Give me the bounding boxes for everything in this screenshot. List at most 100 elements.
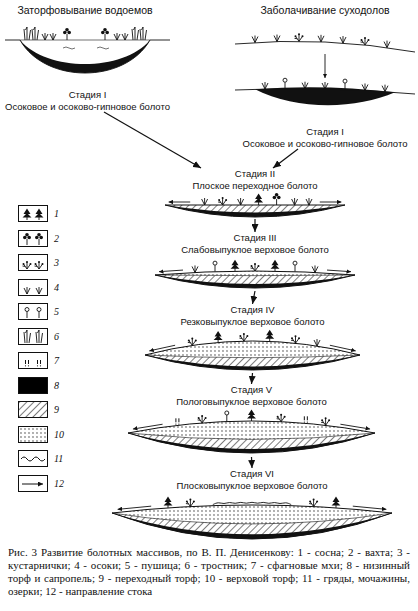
stage-block: Стадия IОсоковое и осоково-гипновое боло…: [235, 30, 415, 149]
legend-swatch: [18, 303, 48, 320]
legend-symbol: [19, 280, 47, 295]
pine-symbol: [271, 260, 280, 272]
cotton-symbol: [293, 261, 297, 272]
stage-name: Плосковыпуклое верховое болото: [176, 480, 327, 492]
sedge-symbol: [312, 265, 318, 272]
runoff-arrow: [327, 270, 351, 272]
pine-symbol: [164, 496, 173, 508]
sedge-symbol: [384, 41, 390, 48]
shrub-symbol: [277, 414, 286, 422]
legend-item: 4: [18, 279, 59, 296]
legend-number: 1: [54, 208, 59, 219]
bog-profile: [235, 30, 415, 125]
stage-block: Стадия IIПлоское переходное болото: [165, 168, 345, 219]
legend-item: 8: [18, 377, 59, 394]
sedge-symbol: [252, 36, 258, 43]
legend-item: 3: [18, 254, 59, 271]
sedge-symbol: [42, 33, 48, 40]
sedge-symbol: [362, 83, 368, 90]
legend-swatch: [18, 377, 48, 394]
cotton-symbol: [37, 308, 41, 319]
bog-profile: [112, 493, 392, 543]
legend-item: 12: [18, 475, 64, 492]
flow-arrow: [104, 112, 201, 168]
legend-symbol: [19, 206, 47, 221]
stage-block: Стадия IVРезковыпуклое верховое болото: [145, 304, 360, 373]
sedge-symbol: [302, 82, 308, 89]
cotton-symbol: [343, 79, 347, 90]
cotton-symbol: [213, 261, 217, 272]
legend-number: 4: [54, 282, 59, 293]
sedge-symbol: [306, 198, 312, 205]
stage-number: Стадия III: [234, 232, 277, 244]
stage-name: Резковыпуклое верховое болото: [180, 316, 324, 328]
shrub-symbol: [186, 499, 195, 507]
runoff-arrow: [118, 506, 152, 509]
cotton-symbol: [225, 411, 229, 422]
bog-profile: [145, 329, 360, 373]
legend-number: 8: [54, 380, 59, 391]
pine-symbol: [214, 331, 223, 343]
ridge-symbol: [213, 502, 291, 504]
bog-profile: [165, 193, 345, 219]
shrub-symbol: [309, 499, 318, 507]
stage-name: Осоковое и осоково-гипновое болото: [243, 138, 408, 150]
column-heading: Заболачивание суходолов: [260, 4, 389, 16]
sedge-symbol: [122, 33, 128, 40]
runoff-arrow: [149, 345, 175, 351]
legend-item: 5: [18, 303, 59, 320]
cotton-symbol: [283, 78, 287, 89]
stage-number: Стадия I: [306, 126, 344, 138]
reed-symbol: [140, 27, 147, 40]
bogbean-symbol: [101, 28, 109, 40]
legend-swatch: [18, 352, 48, 369]
moss-symbol: [37, 360, 41, 366]
sedge-symbol: [274, 35, 280, 42]
legend-number: 2: [54, 233, 59, 244]
shrub-symbol: [295, 33, 304, 41]
cotton-symbol: [25, 308, 29, 319]
legend-item: 11: [18, 450, 63, 467]
legend-swatch: [18, 426, 48, 443]
legend-item: 6: [18, 328, 59, 345]
shrub-symbol: [188, 337, 197, 345]
legend-symbol: [19, 427, 47, 442]
legend-symbol: [19, 304, 47, 319]
legend-number: 5: [54, 306, 59, 317]
pine-symbol: [35, 209, 44, 221]
pine-symbol: [231, 260, 240, 272]
runoff-arrow: [169, 202, 191, 203]
sedge-symbol: [50, 33, 56, 40]
pine-symbol: [254, 194, 263, 206]
legend-item: 9: [18, 401, 59, 418]
stage-number: Стадия V: [231, 384, 272, 396]
stage-number: Стадия I: [69, 89, 107, 101]
sedge-symbol: [262, 82, 268, 89]
sedge-symbol: [382, 85, 388, 92]
bog-profile: [5, 18, 170, 88]
moss-symbol: [25, 360, 29, 366]
reed-symbol: [24, 330, 31, 343]
legend-swatch: [18, 279, 48, 296]
runoff-arrow: [320, 202, 342, 203]
bogbean-symbol: [273, 193, 281, 205]
shrub-symbol: [218, 197, 227, 205]
legend-swatch: [18, 401, 48, 418]
legend-swatch: [18, 230, 48, 247]
shrub-symbol: [361, 37, 370, 45]
sedge-symbol: [24, 287, 30, 294]
runoff-arrow: [330, 345, 356, 351]
legend-symbol: [19, 329, 47, 344]
legend-symbol: [19, 476, 47, 491]
legend-swatch: [18, 450, 48, 467]
sedge-symbol: [314, 339, 320, 346]
shrub-symbol: [291, 335, 300, 343]
sedge-symbol: [318, 35, 324, 42]
pine-symbol: [247, 410, 256, 422]
legend-number: 6: [54, 331, 59, 342]
shrub-symbol: [321, 417, 330, 425]
shrub-symbol: [251, 263, 260, 271]
sedge-symbol: [340, 36, 346, 43]
bogbean-symbol: [35, 233, 43, 245]
